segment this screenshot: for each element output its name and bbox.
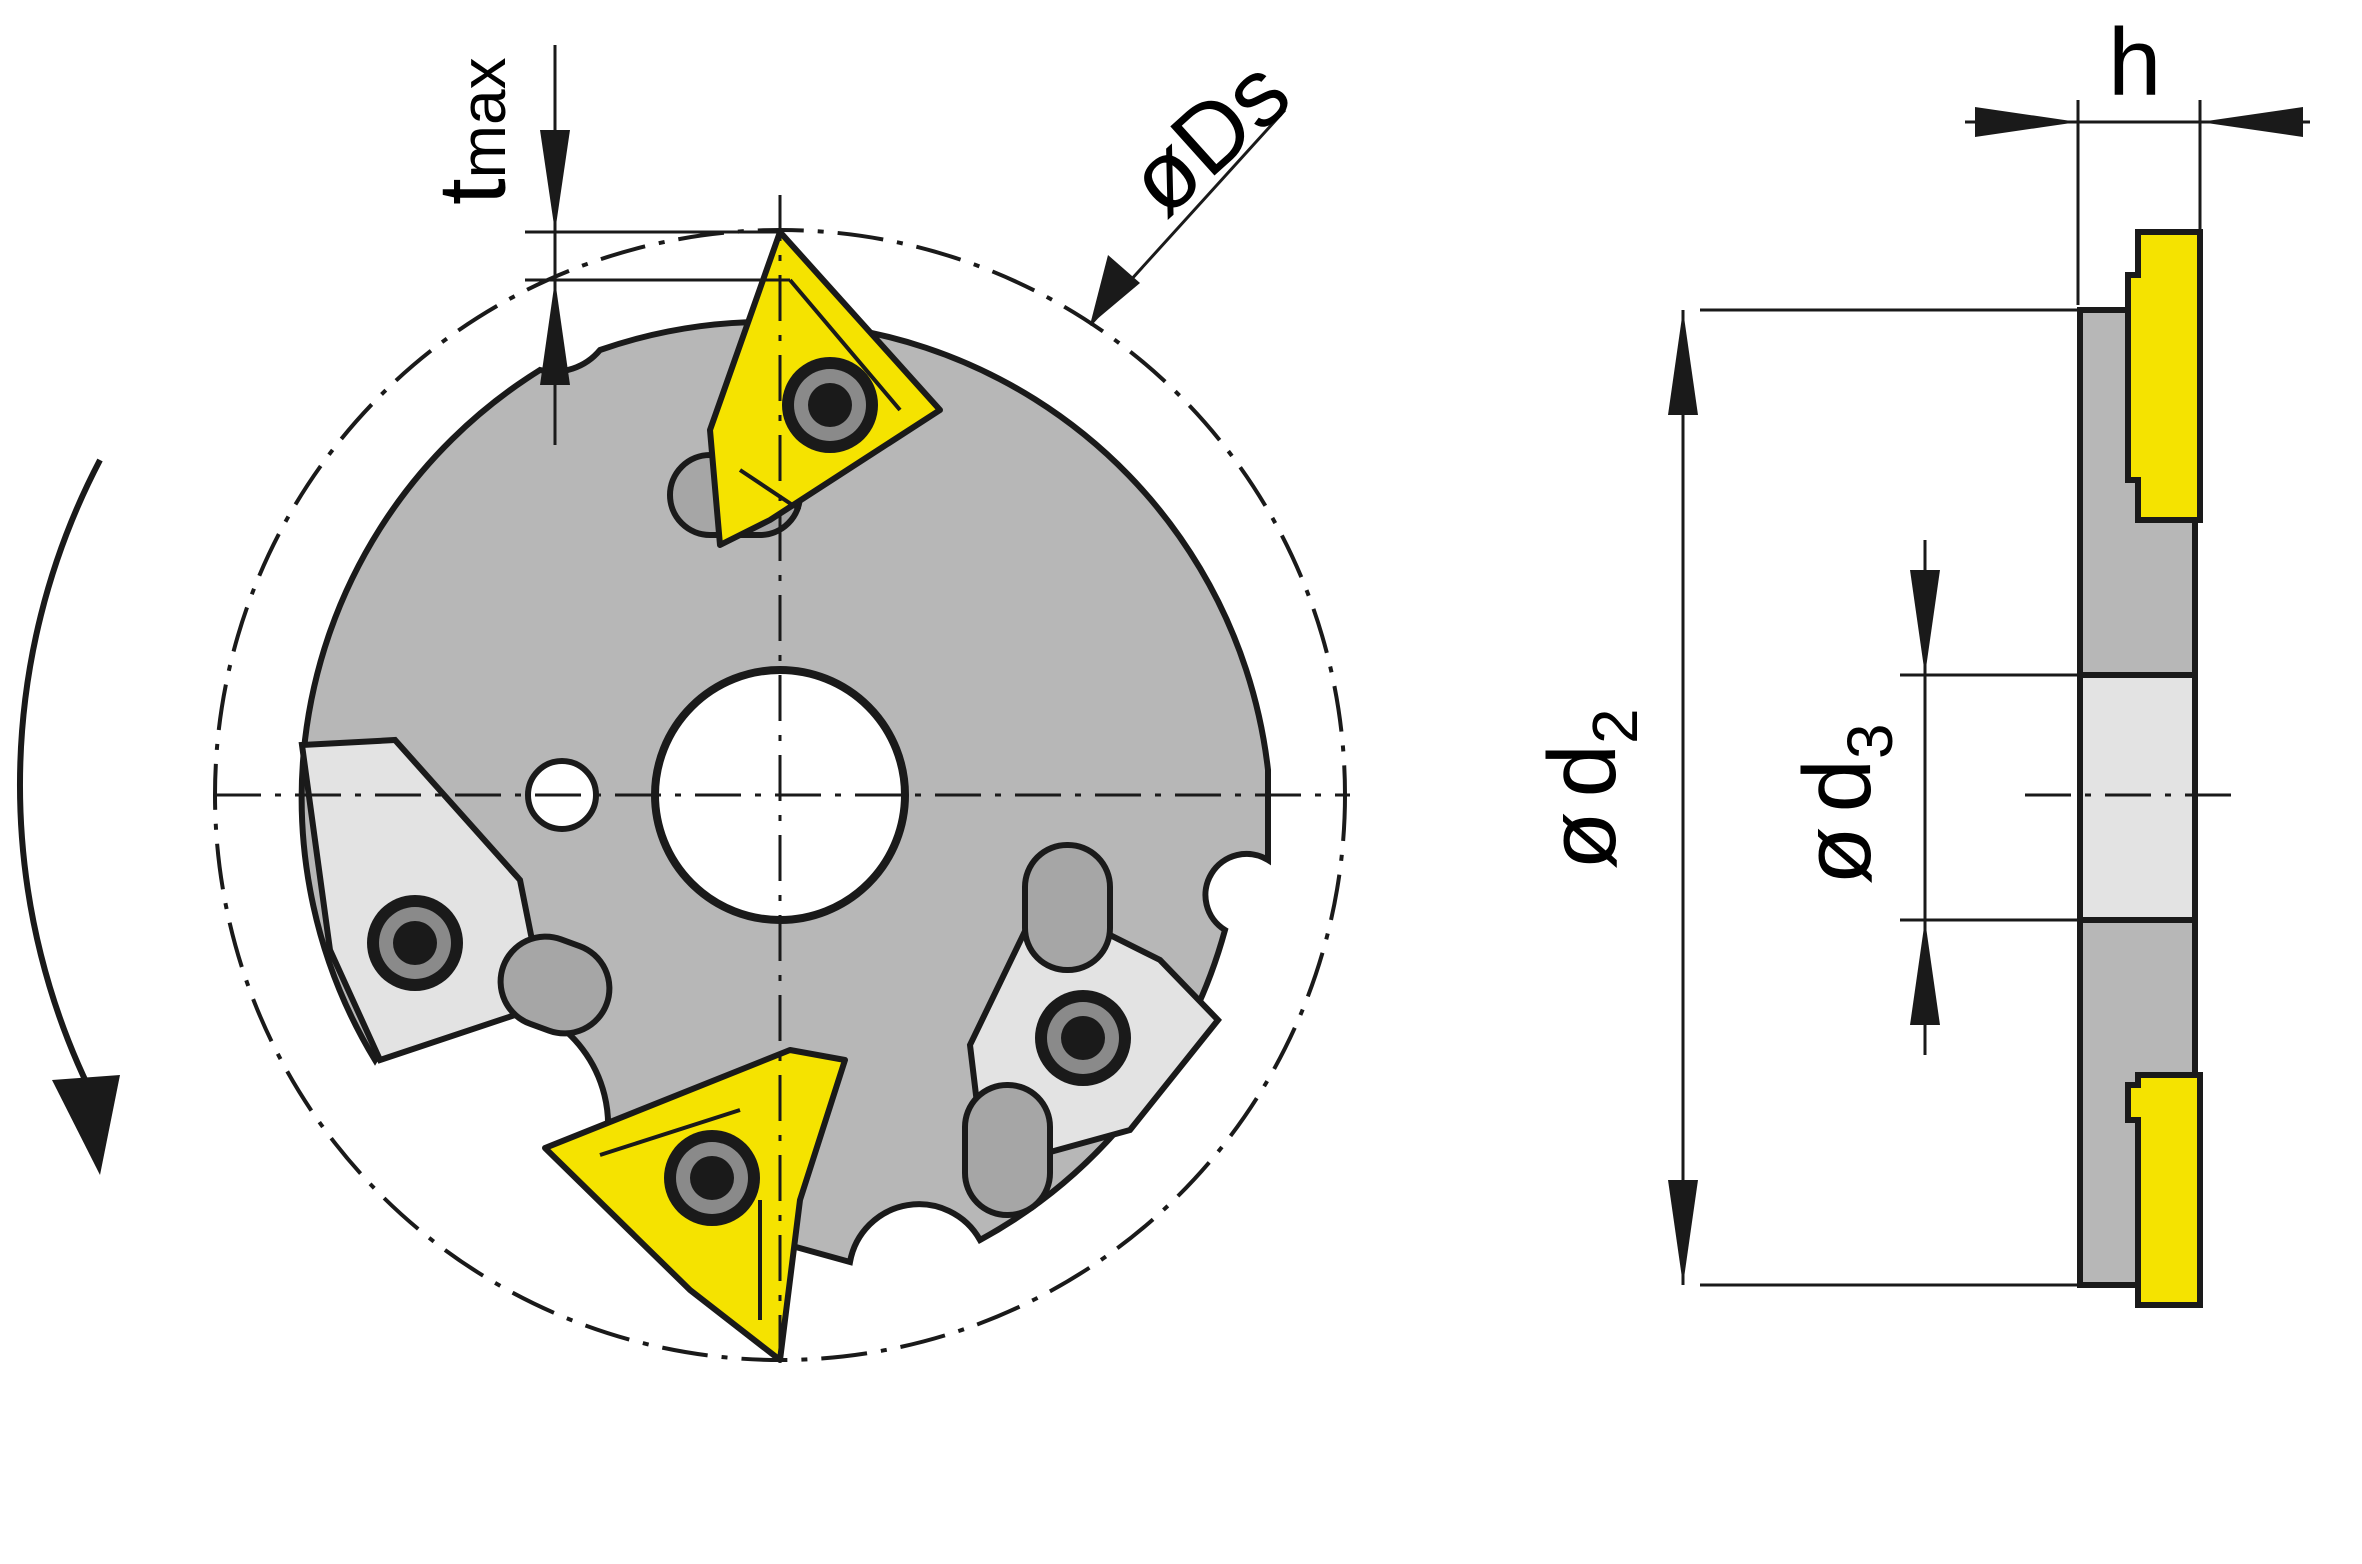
chip-slot [962, 1082, 1053, 1218]
chip-slot [497, 933, 613, 1037]
side-bore-section [2077, 672, 2198, 923]
tmax-arrowhead-top [540, 130, 570, 232]
ds-label: øDs [1107, 38, 1309, 235]
clamp-screw-bottom [664, 1130, 760, 1226]
insert-bottom-edge [599, 1108, 762, 1320]
h-arrowhead-right [2200, 107, 2303, 137]
side-view: h ød2 ød3 [1529, 9, 2310, 1308]
clamp-screw-top [782, 357, 878, 453]
rotation-arrow [17, 458, 103, 1112]
ds-arrowhead [1090, 255, 1140, 325]
clamp-screw-left [367, 895, 463, 991]
clamp-screw-right [1035, 990, 1131, 1086]
d2-arrowhead-bottom [1668, 1180, 1698, 1285]
h-arrowhead-left [1975, 107, 2078, 137]
d2-arrowhead-top [1668, 310, 1698, 415]
d3-label: ød3 [1784, 723, 1906, 885]
d3-arrowhead-top [1910, 570, 1940, 675]
h-label: h [2108, 9, 2161, 116]
side-insert-bottom [2125, 1072, 2203, 1308]
tmax-arrowhead-bottom [540, 280, 570, 385]
chip-slot [1022, 842, 1113, 973]
rotation-arrowhead [52, 1075, 120, 1175]
side-insert-top [2125, 229, 2203, 523]
d2-label: ød2 [1529, 708, 1651, 870]
front-view: tmax øDs [17, 38, 1350, 1370]
insert-top-edge [738, 278, 902, 512]
d3-arrowhead-bottom [1910, 920, 1940, 1025]
tmax-label: tmax [419, 57, 526, 205]
